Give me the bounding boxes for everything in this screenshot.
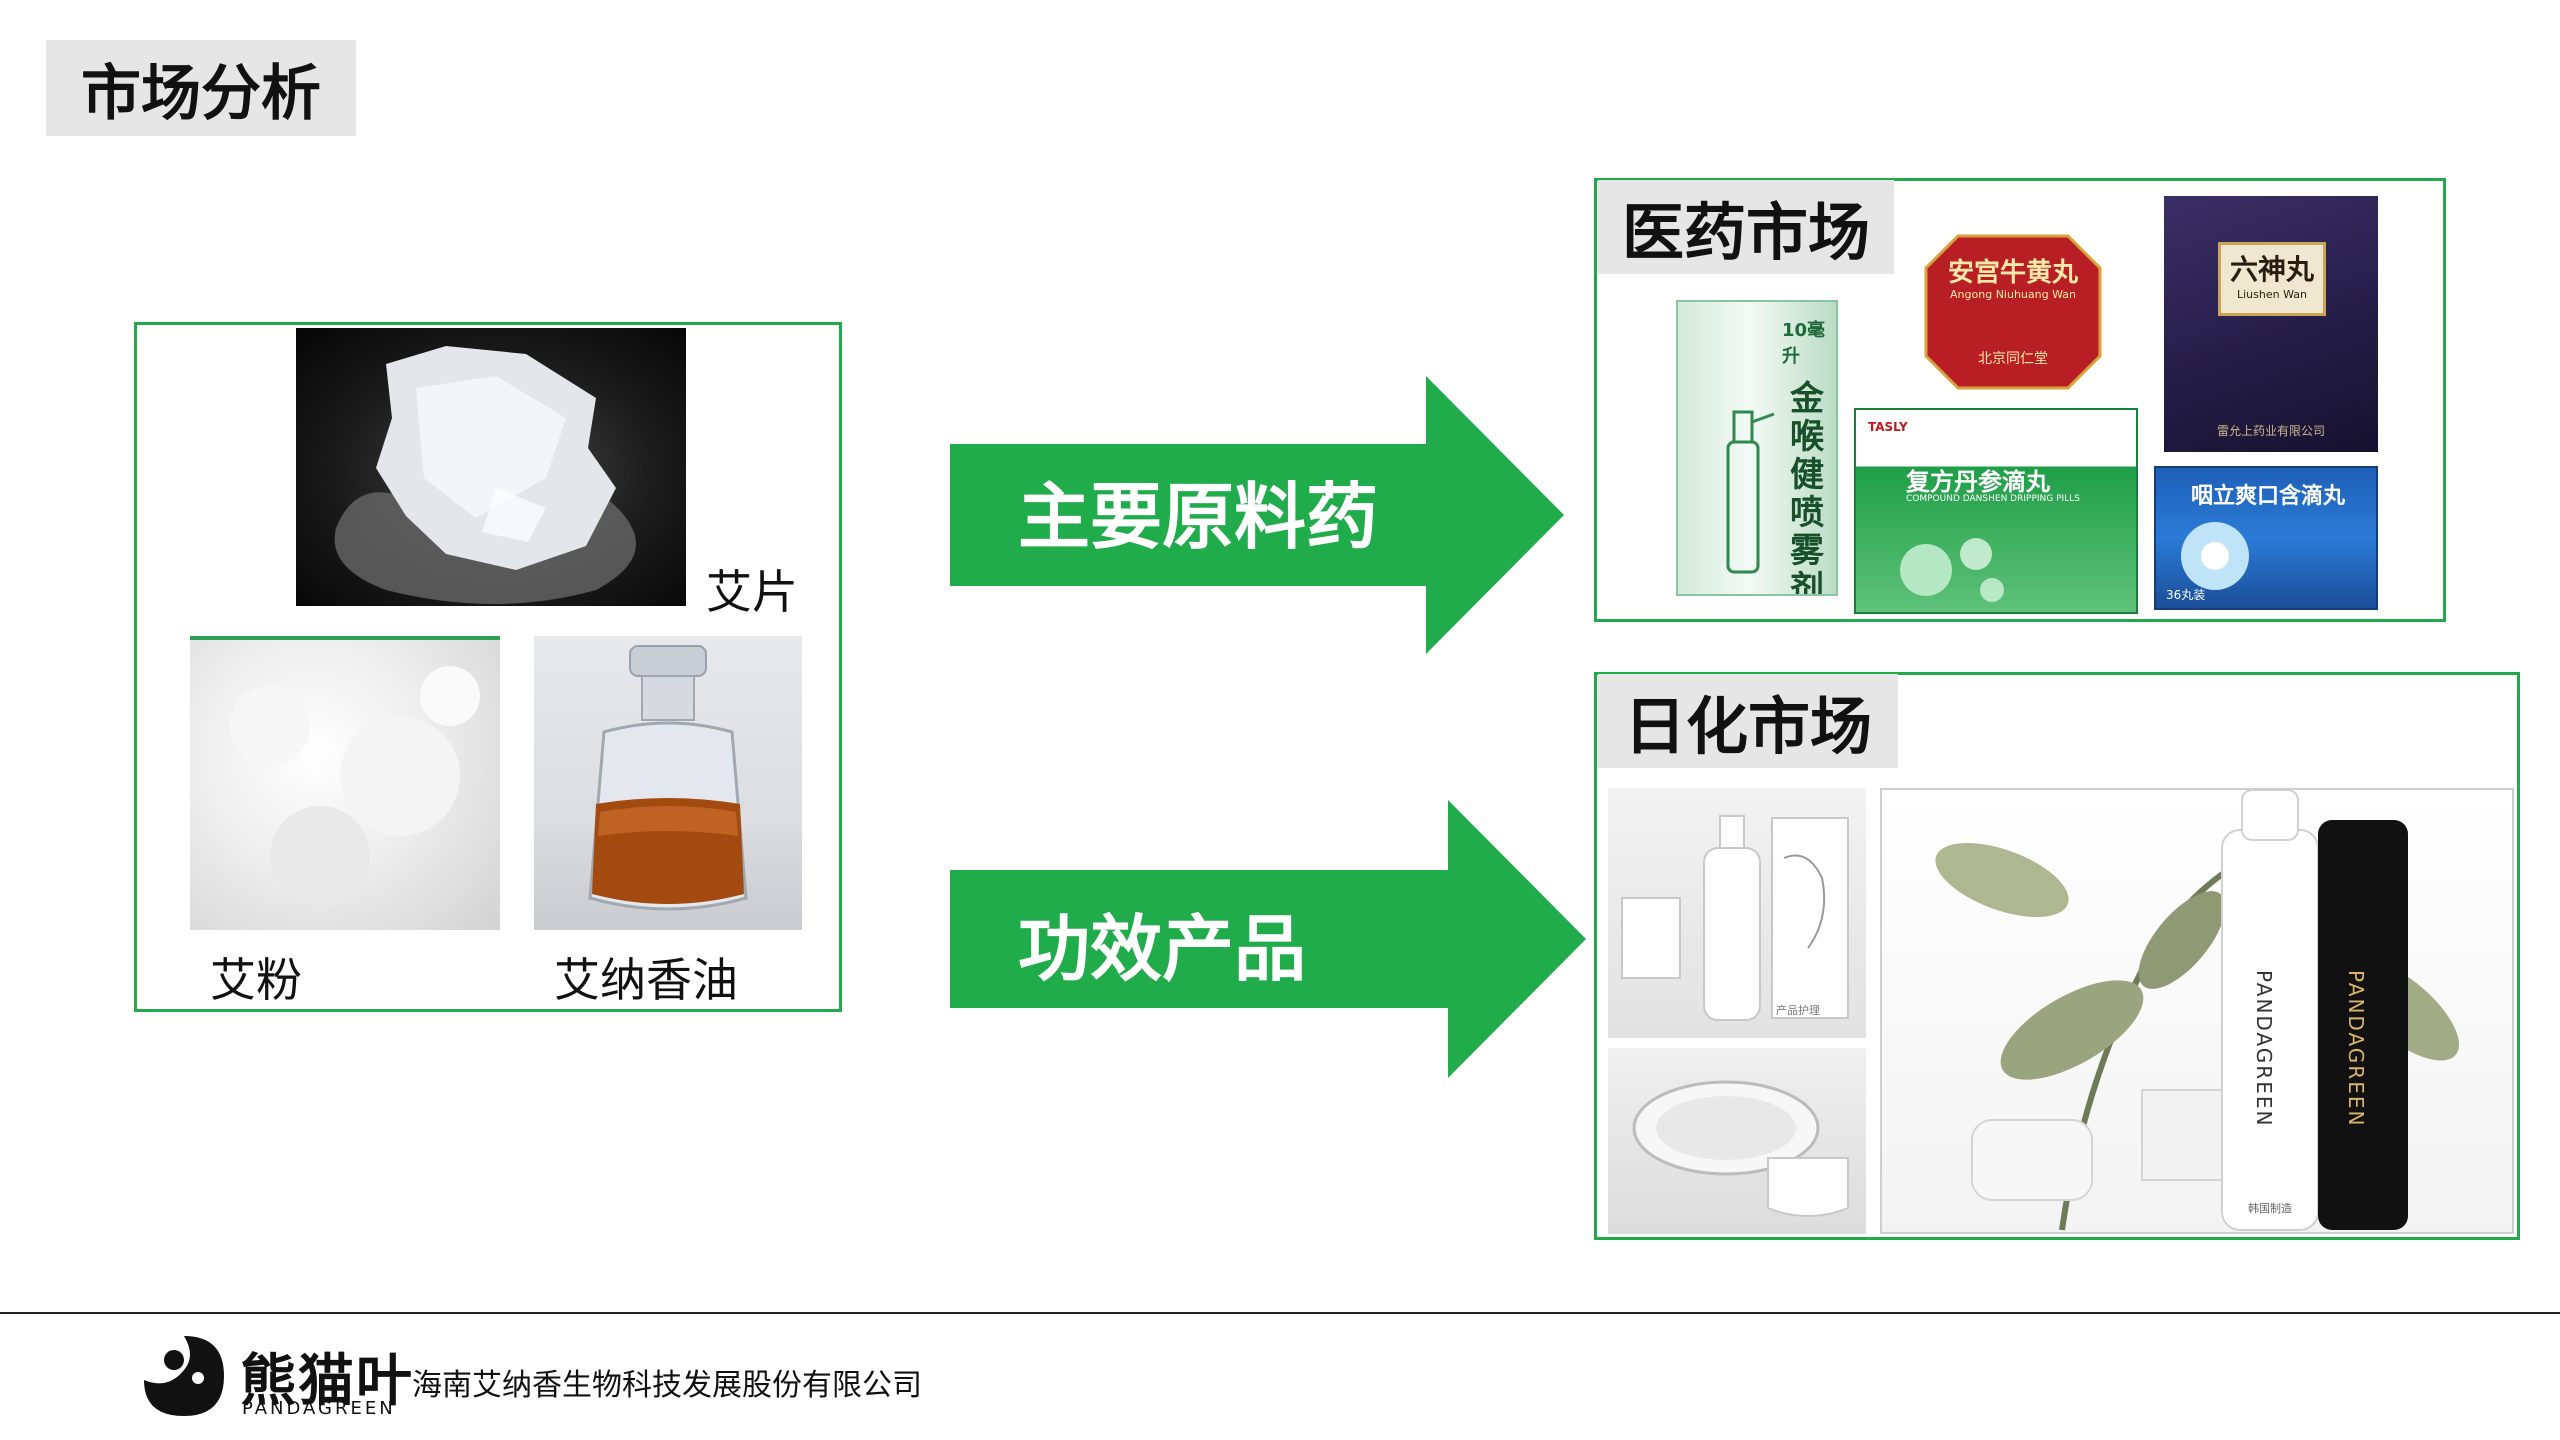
footer-divider xyxy=(0,1312,2560,1314)
leaves-and-tubes-icon xyxy=(1935,790,2459,1231)
liushen-label-plate xyxy=(2218,242,2326,316)
ainaxiang-oil-photo xyxy=(534,636,802,930)
brand-name-en: PANDAGREEN xyxy=(242,1398,396,1419)
danshen-name: 复方丹参滴丸 xyxy=(1906,468,2050,496)
jinhou-volume: 10毫升 xyxy=(1782,320,1826,367)
pandagreen-tubes-photo: PANDAGREEN PANDAGREEN 韩国制造 xyxy=(1880,788,2514,1234)
page-title: 市场分析 xyxy=(46,40,356,136)
efficacy-arrow xyxy=(950,800,1586,1078)
angong-name: 安宫牛黄丸 xyxy=(1947,258,2078,288)
brand-name-cn: 熊猫叶 xyxy=(240,1349,414,1414)
yanyun-name: 咽立爽口含滴丸 xyxy=(2190,484,2345,509)
pump-bottle-photo: 产品护理 xyxy=(1608,788,1866,1038)
aipian-label: 艾片 xyxy=(706,565,798,619)
angong-maker: 北京同仁堂 xyxy=(1978,351,2048,367)
yanyun-box: 咽立爽口含滴丸 36丸装 xyxy=(2154,466,2378,610)
spray-bottle-icon xyxy=(1726,410,1775,574)
yanyun-count: 36丸装 xyxy=(2166,588,2206,602)
aifen-label: 艾粉 xyxy=(210,953,302,1007)
oil-label: 艾纳香油 xyxy=(554,953,738,1007)
company-name: 海南艾纳香生物科技发展股份有限公司 xyxy=(412,1368,922,1403)
danshen-pinyin: COMPOUND DANSHEN DRIPPING PILLS xyxy=(1906,494,2080,504)
pharma-arrow-label: 主要原料药 xyxy=(1018,475,1379,559)
jinhou-spray-box: 10毫升 金喉健喷雾剂 xyxy=(1676,300,1838,596)
liushen-pinyin: Liushen Wan xyxy=(2237,288,2307,301)
white-tube-brand: PANDAGREEN xyxy=(2252,970,2276,1128)
daily-market-title: 日化市场 xyxy=(1598,674,1898,768)
aifen-photo xyxy=(190,636,500,930)
black-tube-brand: PANDAGREEN xyxy=(2344,970,2368,1128)
pharma-arrow xyxy=(950,376,1564,654)
panda-leaf-logo-icon xyxy=(144,1336,224,1416)
pill-bubbles-icon xyxy=(1900,538,2004,602)
tube-origin: 韩国制造 xyxy=(2248,1202,2292,1215)
cream-jar-icon xyxy=(1632,1080,1849,1217)
liushen-maker: 雷允上药业有限公司 xyxy=(2216,424,2325,438)
angong-pinyin: Angong Niuhuang Wan xyxy=(1950,288,2076,301)
pump-bottle-icon xyxy=(1621,815,1849,1021)
danshen-brand: TASLY xyxy=(1868,420,1908,434)
drop-pill-icon xyxy=(2181,522,2249,590)
cream-jar-photo xyxy=(1608,1048,1866,1234)
aipian-photo xyxy=(296,328,686,606)
angong-box: 安宫牛黄丸 Angong Niuhuang Wan 北京同仁堂 xyxy=(1918,228,2108,396)
efficacy-arrow-label: 功效产品 xyxy=(1018,907,1307,991)
angong-octagon-icon xyxy=(1924,234,2102,390)
liushen-name: 六神丸 xyxy=(2229,253,2314,286)
bottle-care-label: 产品护理 xyxy=(1776,1004,1820,1017)
liushen-box: 六神丸 Liushen Wan 雷允上药业有限公司 xyxy=(2164,196,2378,452)
danshen-box: TASLY 复方丹参滴丸 COMPOUND DANSHEN DRIPPING P… xyxy=(1854,408,2138,614)
pharma-market-title: 医药市场 xyxy=(1598,180,1894,274)
jinhou-name: 金喉健喷雾剂 xyxy=(1790,379,1824,596)
